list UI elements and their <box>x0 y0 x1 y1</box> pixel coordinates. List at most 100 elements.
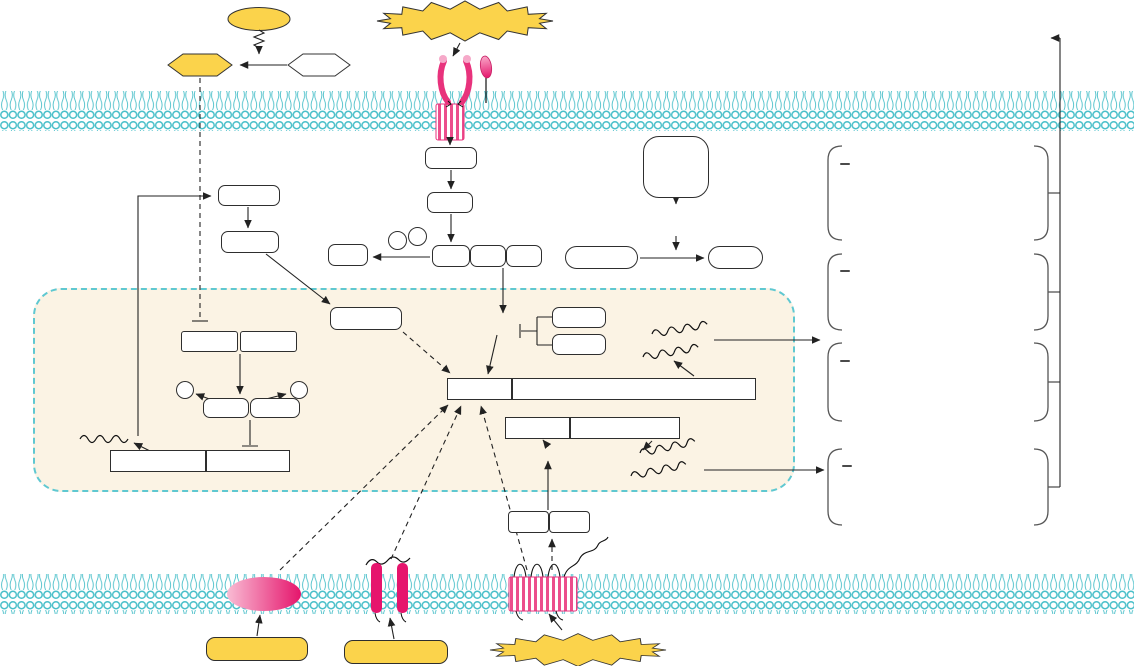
mrna-wavy <box>79 434 129 444</box>
bracket-chemokines-left <box>827 342 843 422</box>
mmp-mrnas-wavy-1 <box>639 438 696 455</box>
cd36-bar-2 <box>397 563 408 613</box>
cd14-head <box>479 55 493 79</box>
dashed-nprs-to-promotor <box>279 404 449 571</box>
promotor-map2k3-box <box>206 450 290 472</box>
cytokine-pill <box>839 162 850 165</box>
par2-transmembrane-domain <box>508 576 578 612</box>
pparg-node <box>552 307 606 328</box>
tlr-linker-squiggles <box>445 100 464 108</box>
par2-extracellular-loops <box>513 563 561 578</box>
acetyl-left <box>176 381 194 399</box>
dashed-arrows <box>199 78 556 571</box>
cd36-receptor <box>365 556 411 623</box>
ubiquitin-2 <box>408 227 427 246</box>
irak-node <box>427 192 473 213</box>
mmps-panel <box>835 453 1049 473</box>
neuropeptides-source <box>206 637 308 661</box>
p38-mapk-node <box>221 231 279 253</box>
dashed-cd36-to-promotor <box>390 405 462 560</box>
bracket-mmps-right <box>1033 448 1049 526</box>
scfas-shape <box>167 53 233 77</box>
myd88-node <box>425 147 477 169</box>
mrnas-wavy-2 <box>642 343 699 359</box>
bracket-cytokines-right <box>1033 145 1049 241</box>
amp-pill <box>839 269 850 272</box>
bracket-amps-right <box>1033 253 1049 331</box>
map2k3-node <box>218 185 280 206</box>
ikb-degraded-node <box>328 244 368 266</box>
dashed-p38-to-promotor <box>402 331 451 374</box>
arrow-mrna-to-map2k3 <box>137 192 212 436</box>
tlr-receptor <box>435 55 473 141</box>
bracket-chemokines-right <box>1033 342 1049 422</box>
nprs-receptor <box>227 577 301 611</box>
par2-bottom-tails <box>515 610 564 621</box>
panel-brackets <box>827 145 1049 526</box>
bracket-cytokines-left <box>827 145 843 241</box>
solid-arrows <box>133 29 1061 640</box>
acetyl-right <box>290 381 308 399</box>
h3k27-node <box>250 398 300 418</box>
ikb-node <box>432 245 470 267</box>
h3k9-node <box>203 398 249 418</box>
cjun-node <box>508 511 549 533</box>
arrow-p38-to-nucleus <box>265 253 331 305</box>
p50-node <box>470 245 506 267</box>
mmps-items <box>835 455 1049 473</box>
arrow-neuropeptides-to-nprs <box>255 614 263 637</box>
tlr-arm-left <box>437 58 451 105</box>
chemokines-items <box>833 350 1047 368</box>
pro-il1b-node <box>565 246 638 269</box>
cell-membrane-top <box>0 91 1134 131</box>
tlr-tip-left <box>439 55 447 63</box>
il1b-node <box>708 246 763 269</box>
bracket-mmps-left <box>827 448 843 526</box>
amps-items <box>833 260 1047 278</box>
cytokines-panel <box>833 151 1047 171</box>
nprs-shape <box>227 577 301 611</box>
amps-panel <box>833 258 1047 278</box>
arrow-nfkb-to-promotor <box>486 334 498 375</box>
tlr-tip-right <box>463 55 471 63</box>
cytokine-genes-box <box>512 378 756 400</box>
cfos-node <box>549 511 590 533</box>
inflammasome-node <box>643 136 709 198</box>
hdac9-node <box>240 331 297 352</box>
c-acnes-shape <box>227 7 291 31</box>
cd36-bottom-tails <box>374 612 407 623</box>
tlr-arm-right <box>459 58 473 105</box>
inhibit-ppar-to-nfkb <box>519 316 552 346</box>
arrow-mmpgenes-to-mrnas <box>642 440 653 451</box>
hdac8-node <box>181 331 238 352</box>
shape-layer <box>167 0 667 666</box>
inhibit-h3-to-promotor <box>242 420 258 447</box>
arrow-lipidmediators-to-cd36 <box>387 617 396 640</box>
arrow-genes-to-mrnas <box>673 360 695 377</box>
c-acnes-squiggle <box>252 29 266 49</box>
ppara-node <box>552 334 606 355</box>
arrow-ap1-to-promotor <box>542 439 552 449</box>
arrow-microorganisms-to-tlr <box>452 42 461 57</box>
lipids-shape <box>287 53 351 77</box>
microorganisms-bottom-starburst <box>489 633 667 666</box>
dashed-par2-to-promotor <box>479 405 528 571</box>
arrow-microorganisms-to-par2 <box>548 613 563 631</box>
cd36-top-squiggle <box>365 556 411 566</box>
tlr-transmembrane-domain <box>435 103 465 141</box>
par2-receptor <box>508 536 609 621</box>
p38-nucleus-node <box>330 307 402 330</box>
bracket-amps-left <box>827 253 843 331</box>
promotor-mmps-box <box>505 417 570 439</box>
mrnas-wavy-1 <box>651 320 708 336</box>
mmp-pill <box>841 464 852 467</box>
mmps-genes-box <box>570 417 680 439</box>
cytokines-items <box>833 153 1047 171</box>
par2-tail <box>563 536 609 578</box>
secretion-connector <box>1048 38 1061 488</box>
lipid-mediators-source <box>344 640 448 664</box>
chemokines-panel <box>833 348 1047 368</box>
mmp-mrnas-wavy-2 <box>630 461 687 478</box>
